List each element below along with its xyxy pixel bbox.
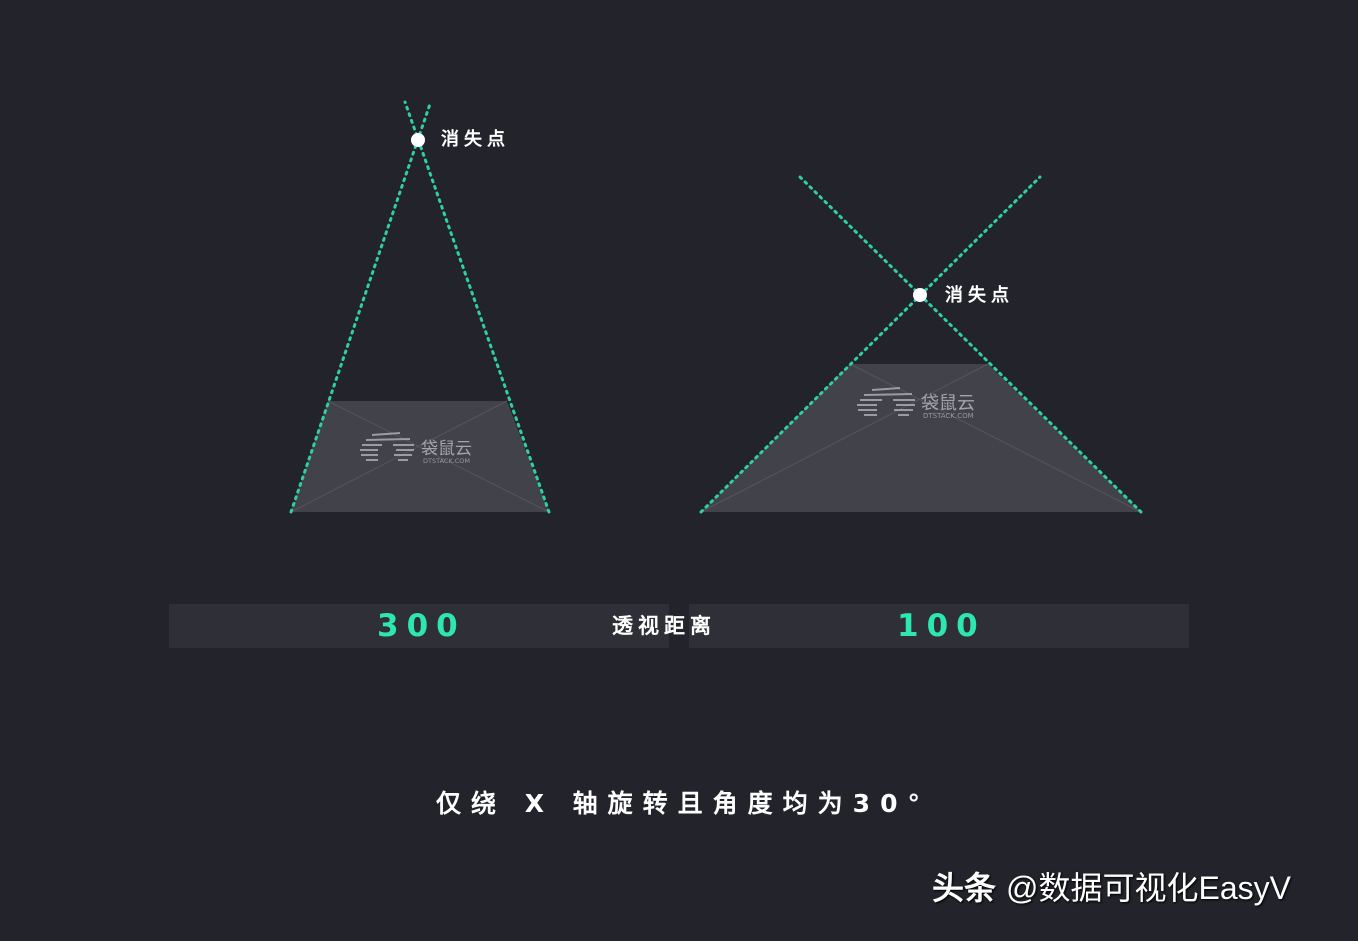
left-guide-line-left — [289, 102, 432, 514]
watermark-handle: @数据可视化EasyV — [1006, 870, 1291, 906]
watermark-brand: 头条 — [932, 870, 997, 906]
left-value-bar: 300 — [169, 604, 669, 648]
left-plane — [291, 401, 549, 512]
left-logo-icon: 袋鼠云 DTSTACK.COM — [360, 432, 472, 465]
perspective-distance-label: 透视距离 — [612, 614, 716, 638]
svg-text:袋鼠云: 袋鼠云 — [921, 393, 975, 414]
left-vanishing-point-label: 消失点 — [441, 129, 510, 150]
svg-text:袋鼠云: 袋鼠云 — [421, 439, 472, 459]
right-vanishing-point — [913, 288, 927, 302]
left-perspective-value: 300 — [377, 608, 466, 644]
svg-text:DTSTACK.COM: DTSTACK.COM — [423, 457, 470, 465]
right-logo-icon: 袋鼠云 DTSTACK.COM — [857, 387, 975, 420]
left-diagram: 袋鼠云 DTSTACK.COM — [289, 100, 551, 514]
svg-text:DTSTACK.COM: DTSTACK.COM — [923, 412, 974, 420]
right-value-bar: 100 — [689, 604, 1189, 648]
right-diagram: 袋鼠云 DTSTACK.COM — [699, 175, 1143, 514]
right-guide-line-right — [798, 175, 1143, 514]
right-perspective-value: 100 — [897, 608, 986, 644]
figure-caption: 仅绕 X 轴旋转且角度均为30° — [436, 789, 930, 818]
right-guide-line-left — [699, 175, 1042, 514]
watermark: 头条@数据可视化EasyV — [932, 872, 1291, 904]
left-vanishing-point — [411, 133, 425, 147]
left-guide-line-right — [403, 100, 551, 514]
right-plane — [701, 364, 1141, 512]
right-vanishing-point-label: 消失点 — [945, 285, 1014, 306]
